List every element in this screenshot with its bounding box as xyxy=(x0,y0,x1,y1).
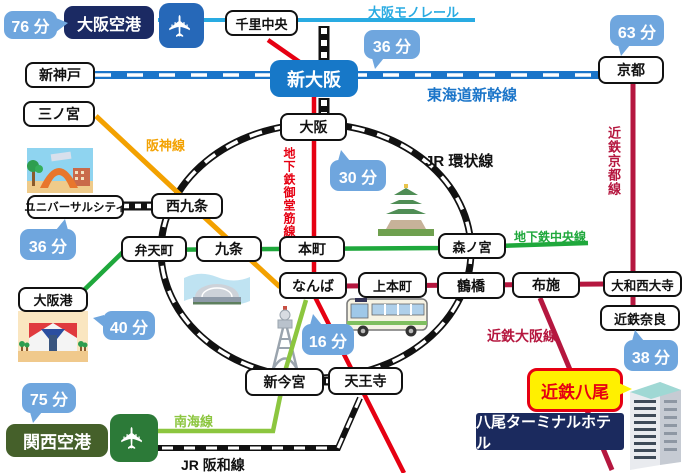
tsutenkaku-tower-image xyxy=(271,306,299,370)
station-uehommachi: 上本町 xyxy=(358,272,427,298)
chuo-line-label: 地下鉄中央線 xyxy=(514,230,587,244)
nankai-line xyxy=(140,299,309,434)
station-kyoto: 京都 xyxy=(598,56,664,84)
station-osaka-airport: 大阪空港 xyxy=(64,6,154,39)
station-hommachi: 本町 xyxy=(279,236,345,262)
hanwa-line xyxy=(140,396,363,451)
station-nishikujo: 西九条 xyxy=(151,193,223,219)
station-shin-kobe: 新神戸 xyxy=(25,62,95,88)
kintetsu-osaka-line-label: 近鉄大阪線 xyxy=(487,328,557,344)
yao-terminal-hotel-banner: 八尾ターミナルホテル xyxy=(476,413,624,452)
time-bubble-kansai-airport: 75 分 xyxy=(22,383,76,423)
station-kansai-airport: 関西空港 xyxy=(6,424,108,457)
station-fuse: 布施 xyxy=(512,272,580,298)
station-senri-chuo: 千里中央 xyxy=(225,10,298,36)
station-kintetsu-yao: 近鉄八尾 xyxy=(527,368,632,412)
nankai-line-label: 南海線 xyxy=(174,414,214,429)
monorail-line-label: 大阪モノレール xyxy=(368,5,460,20)
shinkansen-line-label: 東海道新幹線 xyxy=(427,87,518,104)
kintetsu-kyoto-line-label: 近鉄京都線 xyxy=(606,126,621,196)
jr-loop-line-label: JR 環状線 xyxy=(425,153,494,170)
hanwa-line-label: JR 阪和線 xyxy=(181,457,245,473)
osaka-castle-image xyxy=(378,184,434,236)
station-kintetsu-nara: 近鉄奈良 xyxy=(600,305,680,331)
station-shin-imamiya: 新今宮 xyxy=(245,368,324,396)
midosuji-line-label: 地下鉄御堂筋線 xyxy=(282,147,296,238)
osaka-dome-image xyxy=(184,273,250,305)
station-shin-osaka: 新大阪 xyxy=(270,60,358,97)
time-bubble-kintetsu-nara: 38 分 xyxy=(624,330,678,371)
station-universal-city: ユニバーサルシティ xyxy=(24,195,127,219)
kaiyukan-aquarium-image xyxy=(18,311,88,362)
universal-studios-image xyxy=(27,148,93,193)
station-yamato-saidaiji: 大和西大寺 xyxy=(603,271,682,297)
station-sannomiya: 三ノ宮 xyxy=(23,101,95,127)
station-bentencho: 弁天町 xyxy=(121,236,187,262)
station-namba: なんば xyxy=(279,272,347,299)
time-bubble-shin-osaka: 36 分 xyxy=(364,30,420,69)
airplane-icon: ✈ xyxy=(159,3,204,48)
time-bubble-kyoto: 63 分 xyxy=(610,15,664,56)
time-bubble-osaka: 30 分 xyxy=(330,150,386,191)
time-bubble-universal-city: 36 分 xyxy=(20,219,76,260)
station-tsuruhashi: 鶴橋 xyxy=(437,272,505,299)
station-morinomiya: 森ノ宮 xyxy=(438,233,506,259)
station-kujo: 九条 xyxy=(196,236,262,262)
airplane-icon: ✈ xyxy=(110,414,158,462)
yao-hotel-building-image xyxy=(630,382,681,470)
hanshin-line-label: 阪神線 xyxy=(146,138,186,153)
time-bubble-namba: 16 分 xyxy=(302,314,354,355)
station-osaka: 大阪 xyxy=(280,113,347,141)
station-tennoji: 天王寺 xyxy=(328,367,403,395)
time-bubble-osakako: 40 分 xyxy=(93,311,155,340)
station-osakako: 大阪港 xyxy=(18,287,88,312)
time-bubble-osaka-airport: 76 分 xyxy=(4,11,68,39)
bus-image xyxy=(346,298,428,337)
